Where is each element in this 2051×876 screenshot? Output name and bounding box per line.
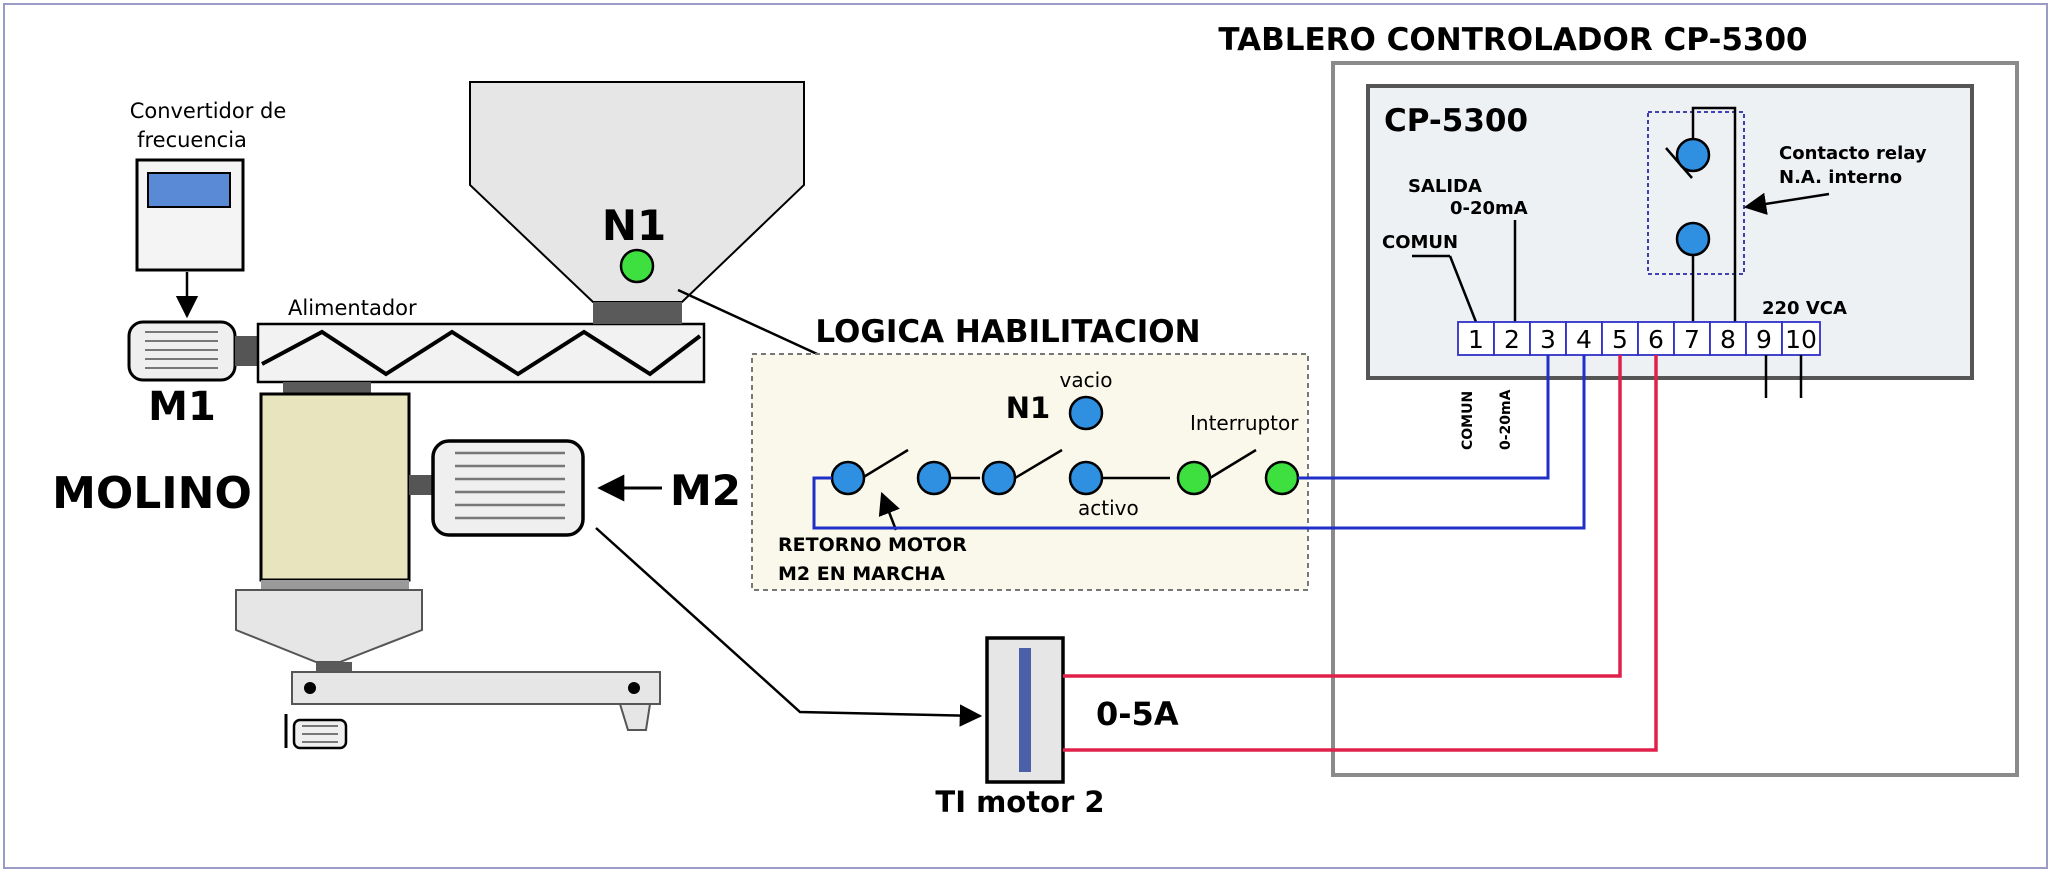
screw-feeder — [256, 322, 706, 384]
terminal-7-label: 7 — [1684, 325, 1700, 354]
level-sensor-n1 — [619, 248, 655, 284]
terminal-3-label: 3 — [1540, 325, 1556, 354]
m2-to-ct-arrow — [595, 527, 983, 727]
signal-wires — [812, 355, 1586, 530]
wire-terminal-4 — [812, 355, 1586, 530]
m2-label: M2 — [670, 466, 741, 515]
contact-return-a — [830, 460, 866, 496]
contact-n1-common — [981, 460, 1017, 496]
output-label: SALIDA — [1408, 176, 1482, 197]
terminal-2-label: 2 — [1504, 325, 1520, 354]
logic-n1-label: N1 — [1006, 391, 1050, 425]
terminal-2 — [1493, 321, 1531, 356]
mill-body — [259, 392, 435, 582]
ct-range-label: 0-5A — [1096, 695, 1179, 733]
terminal-4-label: 4 — [1576, 325, 1592, 354]
motor-m2 — [431, 439, 585, 537]
terminal-4 — [1565, 321, 1603, 356]
device-label: CP-5300 — [1384, 103, 1528, 139]
terminal-7 — [1673, 321, 1711, 356]
contact-n1-empty — [1068, 395, 1104, 431]
conveyor — [284, 671, 661, 750]
wire-terminal-6 — [1063, 355, 1658, 752]
relay-arrow — [1743, 192, 1830, 215]
ct-label: TI motor 2 — [935, 785, 1104, 819]
wire-terminal-3 — [1298, 355, 1550, 480]
vertical-common-label: COMUN — [1460, 391, 1476, 450]
feeder-mill-connector — [283, 382, 371, 394]
converter-display — [147, 172, 231, 208]
return-arrow — [878, 491, 900, 531]
terminal-10-label: 10 — [1785, 325, 1817, 354]
output-range-label: 0-20mA — [1450, 198, 1528, 219]
vertical-range-label: 0-20mA — [1498, 389, 1514, 450]
feeder-label: Alimentador — [288, 296, 417, 320]
terminal-9-label: 9 — [1756, 325, 1772, 354]
motor-m1 — [127, 320, 257, 382]
relay-contact-upper — [1675, 137, 1711, 173]
hopper — [469, 81, 805, 324]
converter-label-line2: frecuencia — [137, 128, 247, 152]
hopper-n1-label: N1 — [602, 201, 666, 250]
frequency-converter — [135, 158, 245, 272]
return-label-line1: RETORNO MOTOR — [778, 534, 967, 556]
logic-switch-label: Interruptor — [1190, 411, 1299, 435]
relay-label-line2: N.A. interno — [1779, 167, 1902, 188]
current-wires — [1063, 355, 1658, 752]
contact-switch-a — [1176, 460, 1212, 496]
terminal-5-label: 5 — [1612, 325, 1628, 354]
logic-title: LOGICA HABILITACION — [815, 314, 1200, 350]
relay-contact-lower — [1675, 221, 1711, 257]
terminal-6 — [1637, 321, 1675, 356]
mill-label: MOLINO — [52, 468, 252, 519]
discharge-cone — [235, 580, 423, 672]
voltage-label: 220 VCA — [1762, 298, 1847, 319]
logic-wiring — [861, 448, 1257, 480]
converter-label-line1: Convertidor de — [130, 99, 287, 123]
current-transformer — [985, 636, 1065, 784]
contact-switch-b — [1264, 460, 1300, 496]
relay-label-line1: Contacto relay — [1779, 143, 1927, 164]
common-lead — [1448, 255, 1478, 323]
panel-title: TABLERO CONTROLADOR CP-5300 — [1218, 22, 1807, 58]
contact-return-b — [916, 460, 952, 496]
wire-terminal-5 — [1063, 355, 1622, 678]
m1-label: M1 — [148, 384, 216, 430]
terminal-10 — [1781, 321, 1821, 356]
terminal-strip: 1 2 3 4 5 6 7 8 9 10 — [1457, 321, 1821, 356]
contact-n1-active — [1068, 460, 1104, 496]
terminal-6-label: 6 — [1648, 325, 1664, 354]
logic-empty-label: vacio — [1060, 368, 1113, 392]
return-label-line2: M2 EN MARCHA — [778, 563, 945, 585]
common-label: COMUN — [1382, 232, 1458, 253]
terminal-8-label: 8 — [1720, 325, 1736, 354]
logic-active-label: activo — [1078, 496, 1139, 520]
terminal-1-label: 1 — [1468, 325, 1484, 354]
